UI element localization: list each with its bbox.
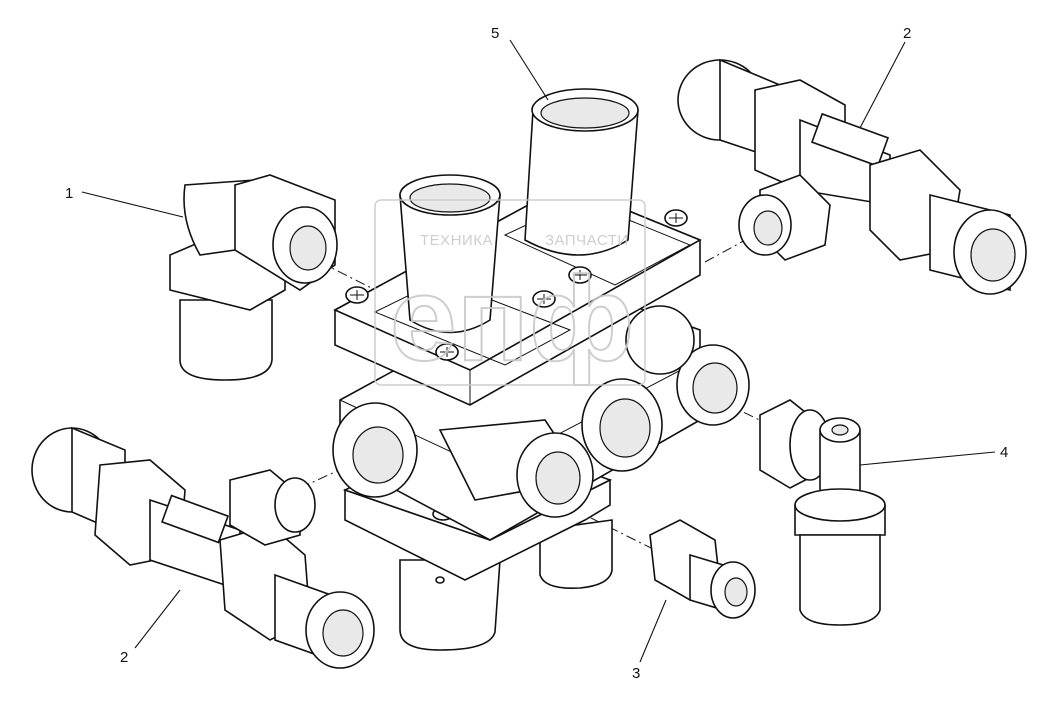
tee-fitting-part-2-upper <box>677 58 1027 295</box>
valve-body <box>332 88 750 651</box>
callout-1: 1 <box>65 185 73 202</box>
callout-2-lower: 2 <box>120 649 128 666</box>
cover-screw <box>345 209 688 361</box>
elbow-fitting-part-1 <box>169 174 338 381</box>
watermark: ТЕХНИКА ЗАПЧАСТИ епф <box>374 199 646 387</box>
callout-4: 4 <box>1000 444 1008 461</box>
leader-lines <box>81 39 996 663</box>
angle-fitting-part-4 <box>759 399 886 626</box>
watermark-left-text: ТЕХНИКА <box>420 232 493 249</box>
callout-3: 3 <box>632 665 640 682</box>
straight-union-part-3 <box>649 519 756 619</box>
callout-2-upper: 2 <box>903 25 911 42</box>
watermark-logo: епф <box>390 252 634 386</box>
tee-fitting-part-2-lower <box>31 426 375 669</box>
callout-5: 5 <box>491 25 499 42</box>
watermark-right-text: ЗАПЧАСТИ <box>545 232 629 249</box>
